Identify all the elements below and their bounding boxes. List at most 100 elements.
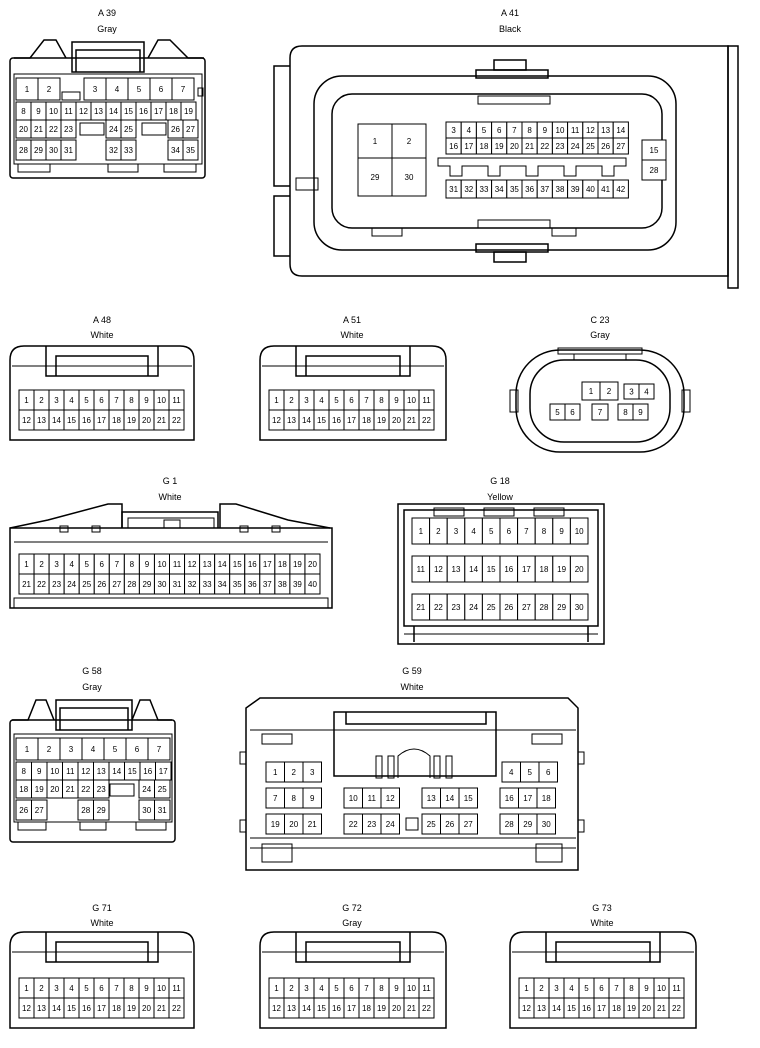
pin-number: 16 bbox=[332, 416, 341, 425]
pin-number: 26 bbox=[97, 580, 106, 589]
pin-number: 21 bbox=[308, 820, 317, 829]
pin-number: 24 bbox=[109, 125, 118, 134]
pin-number: 9 bbox=[394, 984, 399, 993]
pin-number: 6 bbox=[349, 396, 354, 405]
pin-number: 25 bbox=[487, 603, 496, 612]
pin-number: 4 bbox=[319, 396, 324, 405]
pin-cell bbox=[147, 737, 171, 761]
pin-number: 16 bbox=[505, 794, 514, 803]
pin-number: 29 bbox=[523, 820, 532, 829]
connector-color-label: White bbox=[590, 918, 613, 928]
pin-number: 10 bbox=[575, 527, 584, 536]
pin-number: 2 bbox=[289, 984, 294, 993]
pin-number: 9 bbox=[559, 527, 564, 536]
pin-number: 7 bbox=[114, 984, 119, 993]
connector-color-label: White bbox=[90, 918, 113, 928]
pin-number: 23 bbox=[556, 142, 565, 151]
pin-number: 32 bbox=[464, 185, 473, 194]
pin-number: 24 bbox=[571, 142, 580, 151]
pin-number: 11 bbox=[66, 767, 75, 776]
pin-number: 4 bbox=[115, 85, 120, 94]
pin-number: 18 bbox=[362, 416, 371, 425]
pin-number: 14 bbox=[109, 107, 118, 116]
pin-number: 10 bbox=[657, 984, 666, 993]
pin-number: 4 bbox=[69, 984, 74, 993]
pin-number: 6 bbox=[99, 984, 104, 993]
connector-id-label: A 48 bbox=[93, 315, 111, 325]
connector-id-label: G 18 bbox=[490, 476, 510, 486]
pin-number: 18 bbox=[540, 565, 549, 574]
pin-number: 22 bbox=[37, 580, 46, 589]
pin-number: 25 bbox=[586, 142, 595, 151]
pin-number: 13 bbox=[37, 416, 46, 425]
pin-cell bbox=[60, 119, 77, 139]
pin-number: 40 bbox=[586, 185, 595, 194]
pin-number: 8 bbox=[129, 984, 134, 993]
pin-number: 5 bbox=[584, 984, 589, 993]
pin-number: 4 bbox=[569, 984, 574, 993]
pin-number: 12 bbox=[81, 767, 90, 776]
pin-cell bbox=[380, 813, 400, 835]
pin-cell bbox=[168, 409, 185, 431]
pin-number: 22 bbox=[422, 416, 431, 425]
pin-number: 12 bbox=[22, 1004, 31, 1013]
pin-number: 6 bbox=[135, 745, 140, 754]
pin-number: 16 bbox=[248, 560, 257, 569]
pin-number: 41 bbox=[601, 185, 610, 194]
pin-number: 31 bbox=[158, 806, 167, 815]
pin-number: 12 bbox=[79, 107, 88, 116]
pin-number: 5 bbox=[334, 984, 339, 993]
pin-number: 4 bbox=[69, 560, 74, 569]
pin-number: 28 bbox=[650, 166, 659, 175]
pin-number: 12 bbox=[272, 416, 281, 425]
pin-cell bbox=[418, 409, 435, 431]
pin-number: 9 bbox=[644, 984, 649, 993]
pin-cell bbox=[302, 813, 322, 835]
pin-cell bbox=[458, 813, 478, 835]
pin-number: 25 bbox=[124, 125, 133, 134]
connector-id-label: A 41 bbox=[501, 8, 519, 18]
pin-number: 1 bbox=[24, 984, 29, 993]
pin-number: 9 bbox=[394, 396, 399, 405]
pin-cell bbox=[31, 799, 48, 821]
pin-number: 3 bbox=[304, 396, 309, 405]
connector-color-label: White bbox=[400, 682, 423, 692]
pin-cell bbox=[638, 383, 655, 400]
pin-number: 15 bbox=[67, 416, 76, 425]
pin-cell bbox=[632, 403, 649, 421]
pin-number: 18 bbox=[112, 416, 121, 425]
pin-number: 2 bbox=[607, 387, 612, 396]
pin-number: 10 bbox=[158, 560, 167, 569]
pin-number: 22 bbox=[349, 820, 358, 829]
pin-number: 4 bbox=[319, 984, 324, 993]
pin-cell bbox=[302, 787, 322, 809]
pin-number: 6 bbox=[599, 984, 604, 993]
pin-number: 32 bbox=[188, 580, 197, 589]
pin-cell bbox=[564, 403, 581, 421]
pin-number: 31 bbox=[64, 146, 73, 155]
pin-number: 8 bbox=[629, 984, 634, 993]
pin-number: 3 bbox=[304, 984, 309, 993]
pin-number: 2 bbox=[39, 560, 44, 569]
pin-cell bbox=[391, 123, 427, 159]
pin-number: 21 bbox=[22, 580, 31, 589]
pin-number: 29 bbox=[142, 580, 151, 589]
pin-number: 6 bbox=[546, 768, 551, 777]
pin-number: 8 bbox=[130, 560, 135, 569]
pin-number: 2 bbox=[292, 768, 297, 777]
pin-number: 1 bbox=[274, 396, 279, 405]
pin-cell bbox=[612, 137, 629, 155]
pin-number: 4 bbox=[467, 126, 472, 135]
pin-number: 11 bbox=[173, 560, 182, 569]
pin-number: 11 bbox=[172, 984, 181, 993]
pin-cell bbox=[37, 77, 61, 101]
pin-number: 13 bbox=[94, 107, 103, 116]
pin-number: 12 bbox=[586, 126, 595, 135]
pin-cell bbox=[120, 119, 137, 139]
pin-number: 16 bbox=[332, 1004, 341, 1013]
pin-number: 37 bbox=[540, 185, 549, 194]
pin-cell bbox=[599, 381, 619, 401]
pin-number: 15 bbox=[487, 565, 496, 574]
